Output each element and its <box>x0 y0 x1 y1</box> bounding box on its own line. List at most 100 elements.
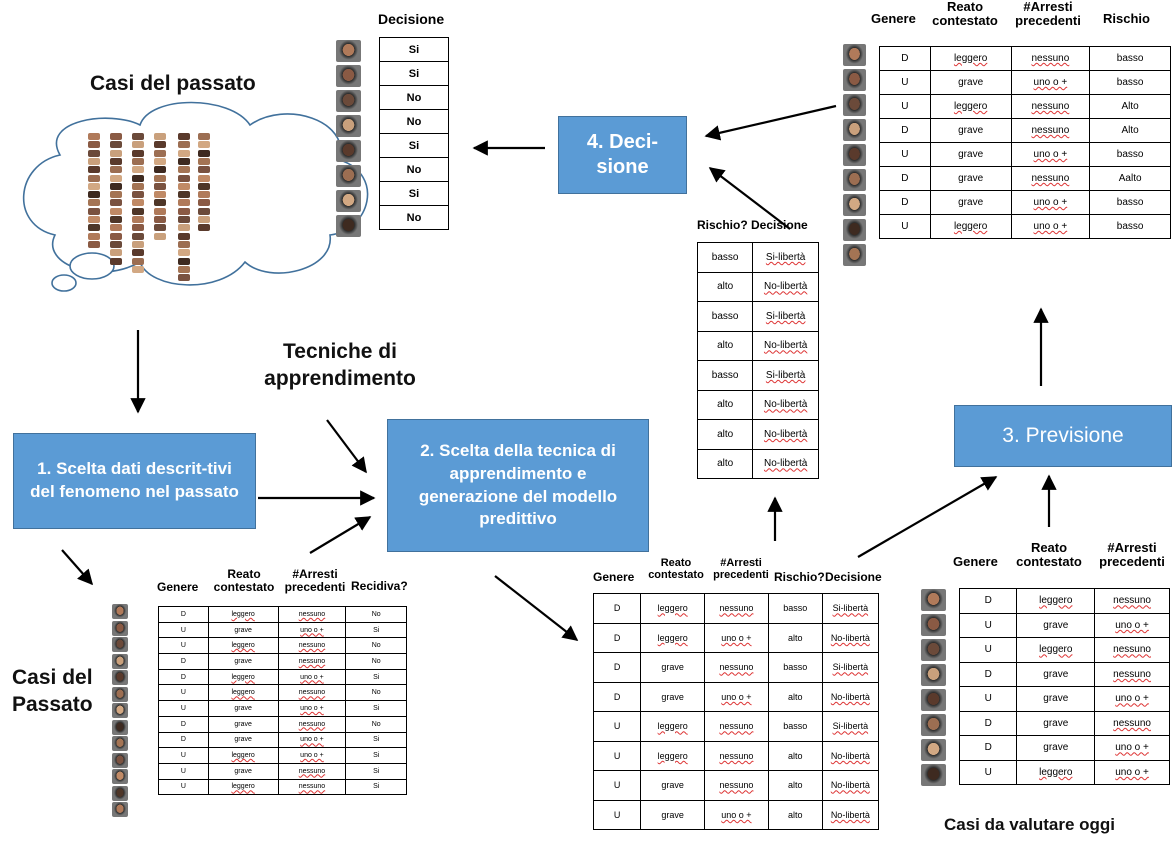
table-cell: D <box>158 606 209 623</box>
table-cell: grave <box>640 799 706 830</box>
cloud-face <box>154 157 166 165</box>
table-cell: No-libertà <box>821 770 880 801</box>
cloud-face <box>88 199 100 207</box>
cloud-face <box>132 191 144 199</box>
table-cell: Si <box>379 133 449 158</box>
cloud-face <box>198 133 210 140</box>
table-cell: nessuno <box>277 778 347 796</box>
table-cell: U <box>158 747 209 764</box>
table-cell: Aalto <box>1089 166 1171 191</box>
genere-header-bm: Genere <box>593 570 635 584</box>
face-thumbnail <box>843 119 866 141</box>
face-thumbnail <box>112 769 128 784</box>
table-row: Si <box>379 181 449 206</box>
table-cell: U <box>158 778 209 796</box>
table-cell: basso <box>1089 46 1171 71</box>
step2-box: 2. Scelta della tecnica di apprendimento… <box>387 419 649 552</box>
face-thumbnail <box>921 639 946 661</box>
cloud-face <box>110 207 122 215</box>
step4-box: 4. Deci-sione <box>558 116 687 194</box>
table-cell: uno o + <box>1094 612 1170 638</box>
table-cell: D <box>879 118 931 143</box>
table-row: Si <box>379 37 449 62</box>
step2-label: 2. Scelta della tecnica di apprendimento… <box>418 440 618 529</box>
cloud-face <box>110 257 122 265</box>
table-cell: grave <box>929 70 1012 95</box>
table-cell: grave <box>207 700 279 717</box>
table-row: No <box>379 85 449 110</box>
table-cell: Si <box>345 668 407 686</box>
cloud-face <box>132 141 144 149</box>
face-thumbnail <box>843 194 866 216</box>
table-cell: leggero <box>1016 637 1096 663</box>
cloud-face <box>154 199 166 207</box>
cloud-face <box>154 224 166 232</box>
table-cell: No-libertà <box>752 330 819 361</box>
rischio-decisione-header: Rischio? Decisione <box>697 218 808 232</box>
table-cell: Si <box>345 700 407 717</box>
table-cell: D <box>958 735 1018 761</box>
table-cell: basso <box>767 652 823 683</box>
face-thumbnail <box>921 739 946 761</box>
cloud-face <box>178 224 190 232</box>
table-cell: No <box>379 85 449 110</box>
cloud-face <box>178 157 190 165</box>
table-cell: uno o + <box>277 747 347 764</box>
face-thumbnail <box>112 736 128 751</box>
table-cell: grave <box>929 118 1012 143</box>
table-cell: alto <box>767 740 823 771</box>
table-cell: U <box>592 740 642 771</box>
table-cell: alto <box>696 448 754 479</box>
face-thumbnail <box>921 614 946 636</box>
face-thumbnail <box>843 44 866 66</box>
table-cell: Si-libertà <box>752 242 819 273</box>
table-cell: grave <box>640 770 706 801</box>
cloud-face <box>154 216 166 223</box>
table-row: Si <box>379 133 449 158</box>
table-cell: basso <box>696 360 754 391</box>
face-thumbnail <box>921 589 946 611</box>
reato-header-tr: Reato contestato <box>932 0 998 28</box>
cloud-face <box>178 249 190 257</box>
table-cell: D <box>958 710 1018 736</box>
table-cell: U <box>879 94 931 119</box>
cloud-face <box>88 182 100 190</box>
arresti-header-br: #Arresti precedenti <box>1099 540 1165 569</box>
cloud-face <box>88 149 100 157</box>
table-cell: nessuno <box>1094 661 1170 687</box>
table-cell: No <box>379 109 449 134</box>
step1-box: 1. Scelta dati descrit-tivi del fenomeno… <box>13 433 256 529</box>
cloud-face <box>88 216 100 223</box>
face-thumbnail <box>843 144 866 166</box>
step1-label: 1. Scelta dati descrit-tivi del fenomeno… <box>30 459 239 501</box>
cloud-face <box>154 133 166 140</box>
cloud-face <box>132 207 144 215</box>
cloud-face <box>198 174 210 182</box>
cloud-face <box>110 141 122 149</box>
cloud-face <box>198 149 210 157</box>
table-cell: nessuno <box>1094 637 1170 663</box>
table-cell: nessuno <box>704 770 769 801</box>
cloud-shape <box>22 101 369 292</box>
table-cell: uno o + <box>277 731 347 749</box>
casi-oggi-label: Casi da valutare oggi <box>944 815 1115 834</box>
table-cell: Si-libertà <box>821 652 880 683</box>
cloud-face <box>88 191 100 199</box>
casi-passato-left-label: Casi del Passato <box>12 666 93 717</box>
table-cell: Alto <box>1089 118 1171 143</box>
table-cell: grave <box>207 621 279 639</box>
cloud-face <box>198 157 210 165</box>
table-cell: D <box>592 593 642 624</box>
face-thumbnail <box>112 802 128 817</box>
